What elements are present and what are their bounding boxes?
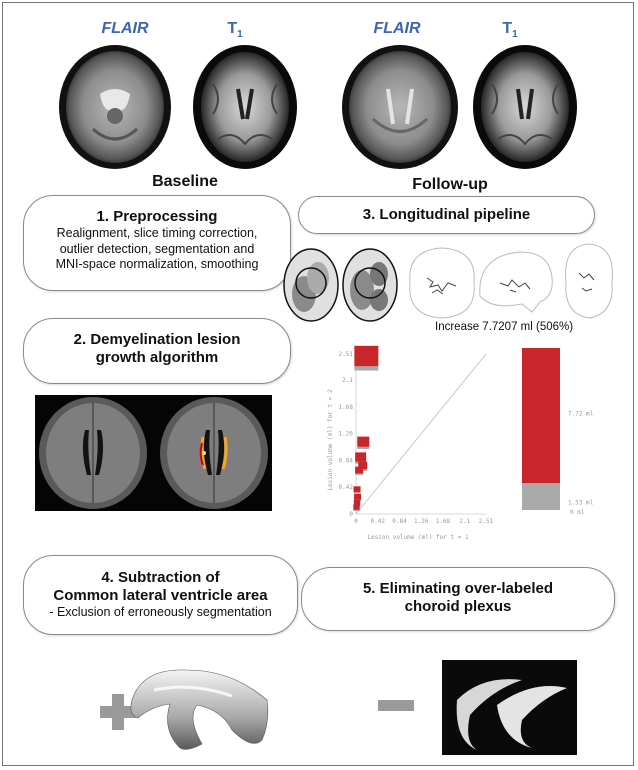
brain-flair-baseline [59, 45, 171, 169]
step-1-title: 1. Preprocessing [24, 208, 290, 226]
x-tick-6: 2.51 [479, 518, 494, 525]
scatter-point-baseline-5 [354, 492, 361, 493]
step-4-desc: - Exclusion of erroneously segmentation [24, 605, 297, 621]
bar-label-0-ml: 0 ml [570, 509, 585, 516]
label-flair-baseline: FLAIR [85, 20, 165, 38]
scatter-point-baseline-8 [353, 510, 359, 511]
scatter-point-4 [355, 467, 363, 474]
scatter-point-1 [357, 437, 369, 447]
lateral-ventricle-render [131, 670, 268, 749]
bar-segment-1 [522, 348, 560, 483]
y-tick-5: 2.1 [342, 377, 353, 384]
venn-diagram-baseline [284, 249, 338, 321]
scatter-point-baseline-0 [354, 366, 378, 370]
scatter-y-label: Lesion volume (ml) for t = 2 [327, 389, 334, 491]
step-1-preprocessing: 1. Preprocessing Realignment, slice timi… [23, 195, 291, 291]
axial-slice-raw [39, 397, 147, 509]
glass-brain-coronal [565, 244, 612, 318]
step-1-desc-line-1: Realignment, slice timing correction, [24, 226, 290, 242]
label-flair-followup: FLAIR [357, 20, 437, 38]
x-tick-2: 0.84 [392, 518, 407, 525]
glass-brain-axial [410, 248, 474, 318]
bar-label-7-72-ml: 7.72 ml [568, 411, 594, 418]
y-tick-2: 0.84 [339, 457, 354, 464]
lesion-volume-stacked-bar: 1.53 ml 7.72 ml 0 ml [512, 340, 622, 525]
axial-slice-lesion-overlay [160, 397, 268, 509]
y-tick-0: 0 [349, 511, 353, 518]
y-tick-labels: 0 0.42 0.84 1.26 1.68 2.1 2.51 [339, 351, 354, 518]
scatter-point-5 [354, 486, 361, 492]
label-followup: Follow-up [385, 176, 515, 194]
bottom-3d-renders [92, 660, 632, 760]
scatter-point-6 [354, 494, 361, 500]
x-tick-5: 2.1 [459, 518, 470, 525]
y-tick-1: 0.42 [339, 484, 354, 491]
plus-icon [100, 694, 136, 730]
step-5-title-line-2: choroid plexus [302, 598, 614, 616]
step-4-title-line-2: Common lateral ventricle area [24, 587, 297, 605]
step-4-subtraction: 4. Subtraction of Common lateral ventric… [23, 555, 298, 635]
y-tick-3: 1.26 [339, 431, 354, 438]
scatter-point-8 [353, 504, 359, 509]
bar-segment-0 [522, 483, 560, 510]
x-tick-4: 1.68 [436, 518, 451, 525]
lesion-volume-scatter-chart: 0 0.42 0.84 1.26 1.68 2.1 2.51 0 0.42 0.84 1.26 1.… [318, 340, 498, 545]
step-1-desc-line-2: outlier detection, segmentation and [24, 242, 290, 258]
bar-label-1-53-ml: 1.53 ml [568, 500, 594, 507]
glass-brain-sagittal [480, 252, 552, 312]
step-5-title-line-1: 5. Eliminating over-labeled [302, 580, 614, 598]
step-5-choroid-plexus: 5. Eliminating over-labeled choroid plex… [301, 567, 615, 631]
brain-t1-followup [473, 45, 577, 169]
brain-flair-followup [342, 45, 458, 169]
increase-label: Increase 7.7207 ml (506%) [435, 321, 625, 333]
scatter-x-label: Lesion volume (ml) for t = 1 [367, 534, 469, 541]
scatter-points [353, 346, 378, 511]
step-4-title-line-1: 4. Subtraction of [24, 569, 297, 587]
lesion-axial-slices [35, 395, 272, 511]
x-tick-0: 0 [354, 518, 358, 525]
brain-images-top-row [55, 44, 580, 172]
choroid-plexus-render [442, 660, 577, 755]
label-t1-baseline: T1 [195, 20, 275, 40]
identity-line [356, 354, 486, 514]
step-1-desc-line-3: MNI-space normalization, smoothing [24, 257, 290, 273]
scatter-point-0 [354, 346, 378, 366]
step-3-longitudinal-pipeline: 3. Longitudinal pipeline [298, 196, 595, 234]
minus-icon [378, 700, 414, 711]
step-2-title-line-1: 2. Demyelination lesion [24, 331, 290, 349]
label-baseline: Baseline [120, 173, 250, 191]
step-3-title: 3. Longitudinal pipeline [299, 206, 594, 224]
x-tick-3: 1.26 [414, 518, 429, 525]
step-2-demyelination: 2. Demyelination lesion growth algorithm [23, 318, 291, 384]
y-tick-6: 2.51 [339, 351, 354, 358]
bar-segments [522, 348, 560, 510]
scatter-point-2 [355, 452, 366, 461]
scatter-point-baseline-1 [357, 447, 369, 449]
x-tick-1: 0.42 [371, 518, 386, 525]
label-t1-followup: T1 [470, 20, 550, 40]
venn-diagram-followup [343, 249, 397, 321]
scatter-point-baseline-4 [355, 473, 363, 474]
longitudinal-illustration [282, 238, 627, 322]
brain-t1-baseline [193, 45, 297, 169]
y-tick-4: 1.68 [339, 404, 354, 411]
x-tick-labels: 0 0.42 0.84 1.26 1.68 2.1 2.51 [354, 518, 493, 525]
step-2-title-line-2: growth algorithm [24, 349, 290, 367]
